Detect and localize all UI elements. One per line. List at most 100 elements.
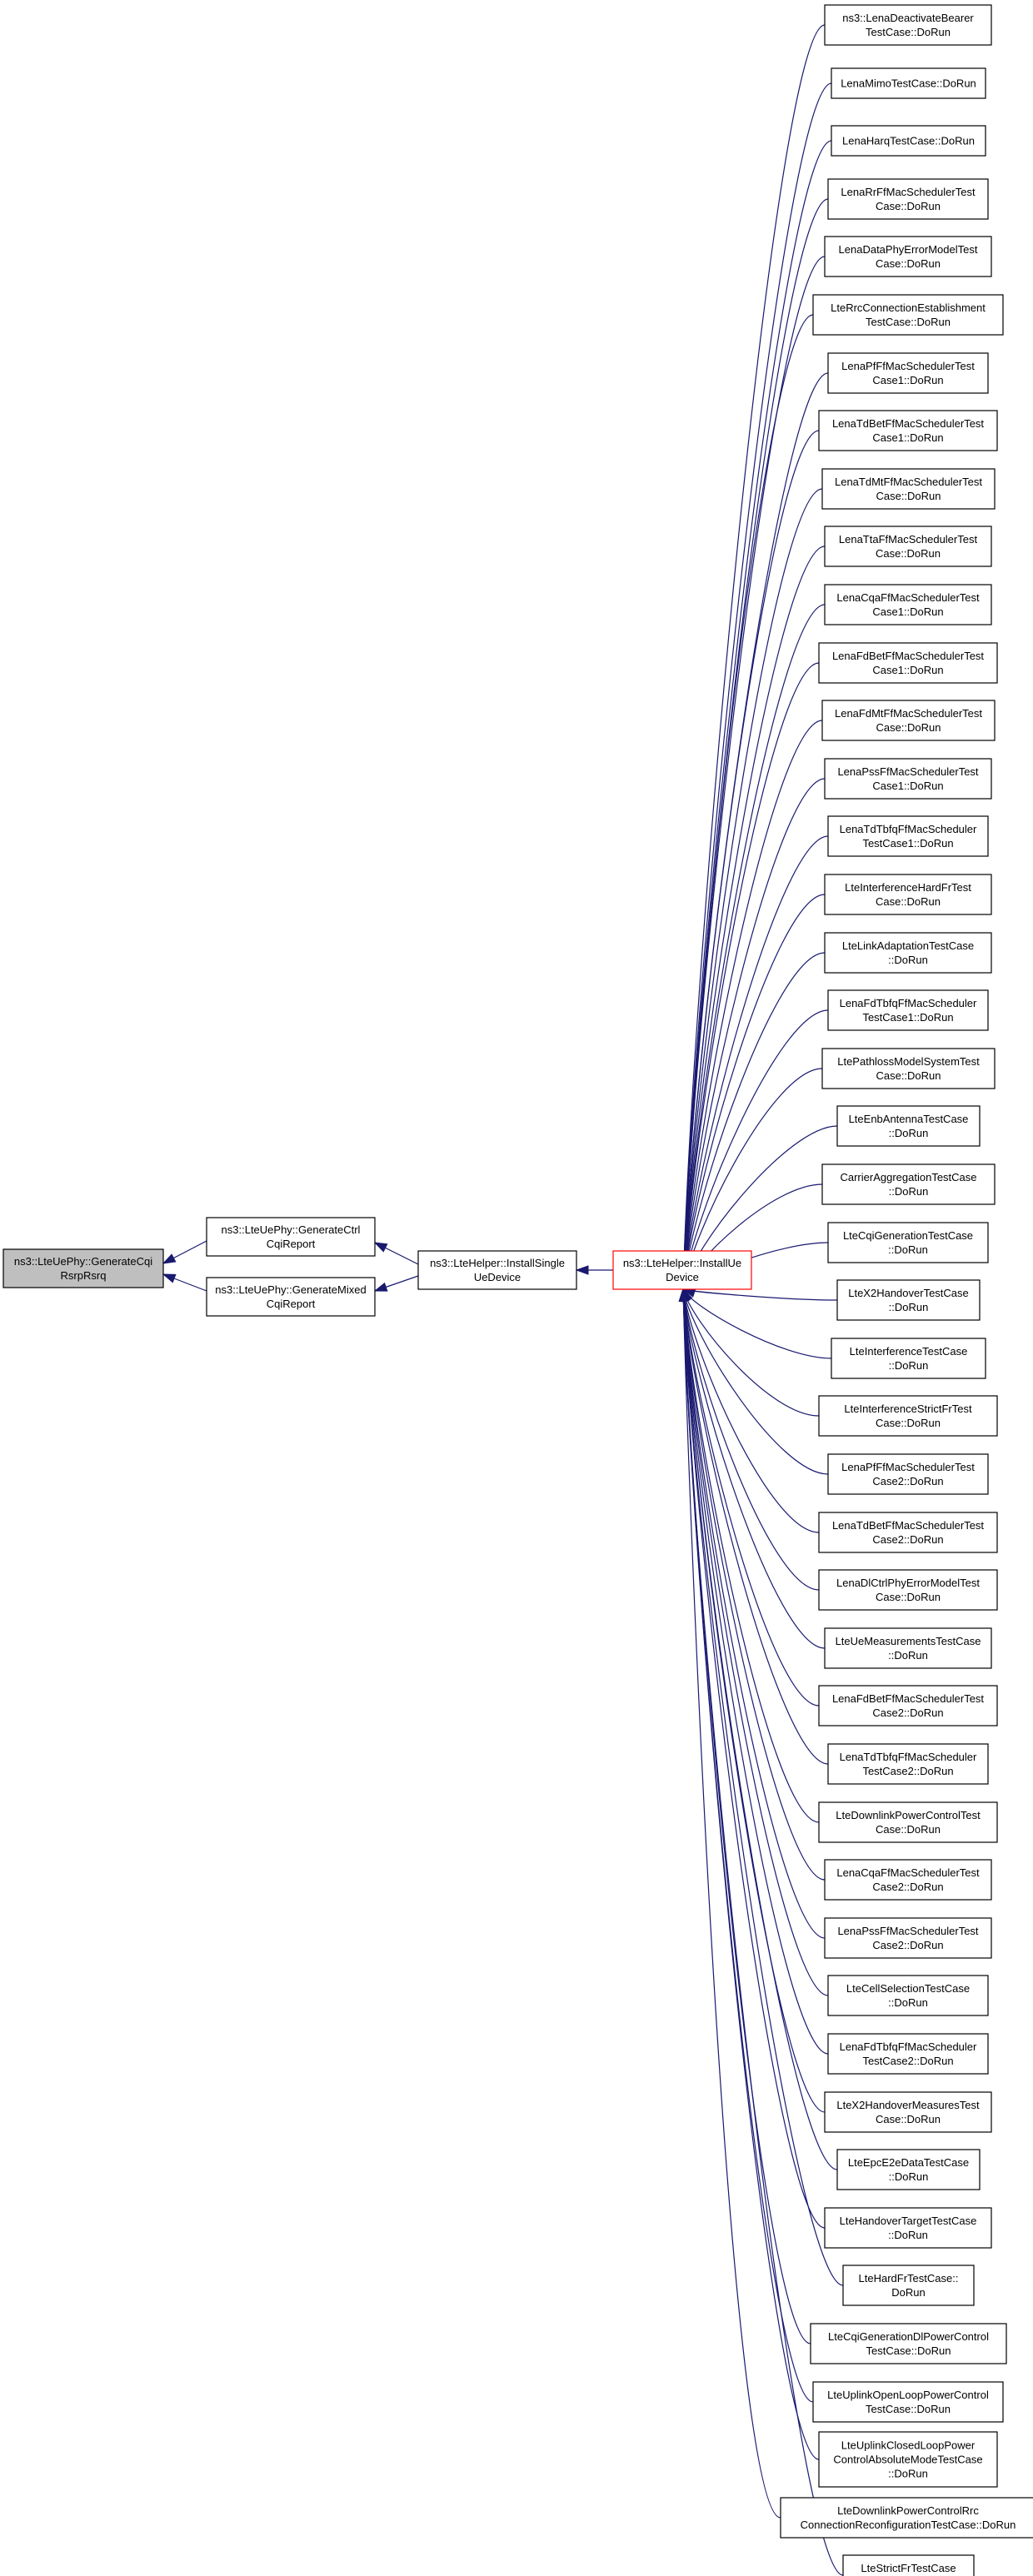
caller-ltelinkadaptationtestcase-dorun[interactable]: LteLinkAdaptationTestCase::DoRun (824, 932, 992, 974)
caller-lenatdbetffmacschedulertestcase2-dorun-label-line: Case2::DoRun (872, 1533, 943, 1546)
caller-lteuplinkclosedlooppowercontrolabsolutemodetestcase-dorun-label-line: ::DoRun (888, 2468, 928, 2480)
edge-caller-ltex2handovertestcase-dorun-to-install-ue (682, 1288, 838, 1301)
edge-caller-lenapfffmacschedulertestcase2-dorun-to-install-ue (682, 1288, 829, 1475)
node-install-ue-box (612, 1250, 752, 1290)
edge-caller-lenafdtbfqffmacschedulertestcase2-dorun-to-install-ue (682, 1288, 829, 2055)
caller-ltelinkadaptationtestcase-dorun-box (824, 932, 992, 974)
edge-caller-lenatdbetffmacschedulertestcase2-dorun-to-install-ue (682, 1288, 820, 1533)
caller-lenatdbetffmacschedulertestcase2-dorun-label-line: LenaTdBetFfMacSchedulerTest (832, 1519, 984, 1532)
caller-lteuemeasurementstestcase-dorun-label-line: ::DoRun (888, 1649, 928, 1662)
caller-lenapssffmacschedulertestcase2-dorun-label-line: LenaPssFfMacSchedulerTest (837, 1925, 978, 1937)
caller-lteuplinkopenlooppowercontroltestcase-dorun[interactable]: LteUplinkOpenLoopPowerControlTestCase::D… (812, 2381, 1004, 2423)
caller-lenattaffmacschedulertestcase-dorun-box (824, 526, 992, 567)
caller-ltestrictfrtestcase-dorun[interactable]: LteStrictFrTestCase::DoRun (842, 2554, 975, 2576)
caller-lenatdbetffmacschedulertestcase1-dorun-box (818, 410, 998, 451)
caller-lenafdtbfqffmacschedulertestcase2-dorun-label-line: TestCase2::DoRun (862, 2055, 953, 2067)
caller-carrieraggregationtestcase-dorun[interactable]: CarrierAggregationTestCase::DoRun (821, 1163, 996, 1205)
caller-ltecqigenerationdlpowercontroltestcase-dorun[interactable]: LteCqiGenerationDlPowerControlTestCase::… (810, 2323, 1007, 2364)
caller-lenapssffmacschedulertestcase1-dorun-label-line: Case1::DoRun (872, 780, 943, 792)
caller-lenacqaffmacschedulertestcase1-dorun-label-line: Case1::DoRun (872, 605, 943, 618)
caller-lenadlctrlphyerrormodeltestcase-dorun-label-line: LenaDlCtrlPhyErrorModelTest (836, 1577, 980, 1589)
caller-lteuplinkopenlooppowercontroltestcase-dorun-box (812, 2381, 1004, 2423)
caller-ltecellselectiontestcase-dorun-label-line: LteCellSelectionTestCase (846, 1982, 970, 1995)
edge-caller-ltestrictfrtestcase-dorun-to-install-ue-arrowhead (678, 1288, 689, 1302)
caller-lterrcconnectionestablishmenttestcase-dorun[interactable]: LteRrcConnectionEstablishmentTestCase::D… (812, 294, 1004, 336)
node-gen-mixed-label-line: CqiReport (267, 1298, 316, 1310)
caller-ltex2handovertestcase-dorun[interactable]: LteX2HandoverTestCase::DoRun (836, 1279, 981, 1321)
caller-ltehandovertargettestcase-dorun[interactable]: LteHandoverTargetTestCase::DoRun (824, 2207, 992, 2249)
graph-edges (162, 24, 844, 2576)
caller-lteinterferencestrictfrtestcase-dorun-box (818, 1395, 998, 1437)
caller-ltecqigenerationtestcase-dorun[interactable]: LteCqiGenerationTestCase::DoRun (827, 1222, 989, 1263)
edge-caller-ltedownlinkpowercontrolrrcconnectionreconfigurationtestcase-dorun-to-install-ue (682, 1288, 781, 2519)
edge-install-single-to-generate-ctrl-arrowhead (373, 1242, 388, 1253)
edge-generate-ctrl-to-focus-arrowhead (162, 1253, 177, 1264)
edge-caller-lenatdmtffmacschedulertestcase-dorun-to-install-ue (682, 488, 823, 1290)
caller-lteuemeasurementstestcase-dorun[interactable]: LteUeMeasurementsTestCase::DoRun (824, 1627, 992, 1669)
caller-carrieraggregationtestcase-dorun-label-line: CarrierAggregationTestCase (840, 1171, 976, 1183)
caller-lenatdmtffmacschedulertestcase-dorun-label-line: LenaTdMtFfMacSchedulerTest (835, 476, 982, 488)
caller-lteepce2edatatestcase-dorun[interactable]: LteEpcE2eDataTestCase::DoRun (836, 2149, 981, 2190)
edge-caller-ns3-lenadeactivatebearertestcase-dorun-to-install-ue (682, 24, 826, 1290)
caller-lenattaffmacschedulertestcase-dorun-label-line: Case::DoRun (876, 547, 941, 560)
caller-lenafdbetffmacschedulertestcase2-dorun-box (818, 1685, 998, 1726)
edge-caller-lteuplinkclosedlooppowercontrolabsolutemodetestcase-dorun-to-install-ue (682, 1288, 820, 2460)
edge-caller-lteepce2edatatestcase-dorun-to-install-ue (682, 1288, 838, 2170)
caller-ltecellselectiontestcase-dorun[interactable]: LteCellSelectionTestCase::DoRun (827, 1975, 989, 2016)
caller-lenaharqtestcase-dorun[interactable]: LenaHarqTestCase::DoRun (831, 125, 986, 157)
caller-lenarrffmacschedulertestcase-dorun-label-line: LenaRrFfMacSchedulerTest (841, 186, 976, 198)
caller-lteuplinkclosedlooppowercontrolabsolutemodetestcase-dorun[interactable]: LteUplinkClosedLoopPowerControlAbsoluteM… (818, 2431, 998, 2488)
caller-lteenbantennatestcase-dorun[interactable]: LteEnbAntennaTestCase::DoRun (836, 1105, 981, 1147)
caller-ltehardfrtestcase-dorun[interactable]: LteHardFrTestCase::DoRun (842, 2265, 975, 2306)
caller-ltedownlinkpowercontrolrrcconnectionreconfigurationtestcase-dorun-label-line: LteDownlinkPowerControlRrc (837, 2504, 979, 2517)
caller-carrieraggregationtestcase-dorun-box (821, 1163, 996, 1205)
caller-lenatdtbfqffmacschedulertestcase2-dorun-label-line: LenaTdTbfqFfMacScheduler (840, 1751, 977, 1763)
caller-lenapfffmacschedulertestcase2-dorun-label-line: LenaPfFfMacSchedulerTest (841, 1461, 975, 1473)
caller-lteepce2edatatestcase-dorun-box (836, 2149, 981, 2190)
edge-caller-lenatdbetffmacschedulertestcase1-dorun-to-install-ue (682, 430, 820, 1290)
caller-lenamimotestcase-dorun-label-line: LenaMimoTestCase::DoRun (841, 77, 976, 90)
caller-lteinterferencetestcase-dorun-label-line: LteInterferenceTestCase (850, 1345, 968, 1358)
caller-lteuplinkopenlooppowercontroltestcase-dorun-label-line: LteUplinkOpenLoopPowerControl (827, 2389, 989, 2401)
caller-lteinterferencetestcase-dorun[interactable]: LteInterferenceTestCase::DoRun (831, 1338, 986, 1379)
caller-lenattaffmacschedulertestcase-dorun-label-line: LenaTtaFfMacSchedulerTest (839, 533, 978, 546)
caller-lenacqaffmacschedulertestcase1-dorun-box (824, 584, 992, 625)
caller-lenafdmtffmacschedulertestcase-dorun-box (821, 700, 996, 741)
caller-ltedownlinkpowercontrolrrcconnectionreconfigurationtestcase-dorun[interactable]: LteDownlinkPowerControlRrcConnectionReco… (780, 2497, 1033, 2539)
caller-lteuplinkclosedlooppowercontrolabsolutemodetestcase-dorun-label-line: LteUplinkClosedLoopPower (841, 2439, 976, 2452)
caller-lenamimotestcase-dorun[interactable]: LenaMimoTestCase::DoRun (831, 67, 986, 99)
caller-ltecellselectiontestcase-dorun-box (827, 1975, 989, 2016)
caller-lenafdtbfqffmacschedulertestcase1-dorun-box (827, 989, 989, 1031)
caller-lenapfffmacschedulertestcase2-dorun-box (827, 1453, 989, 1495)
